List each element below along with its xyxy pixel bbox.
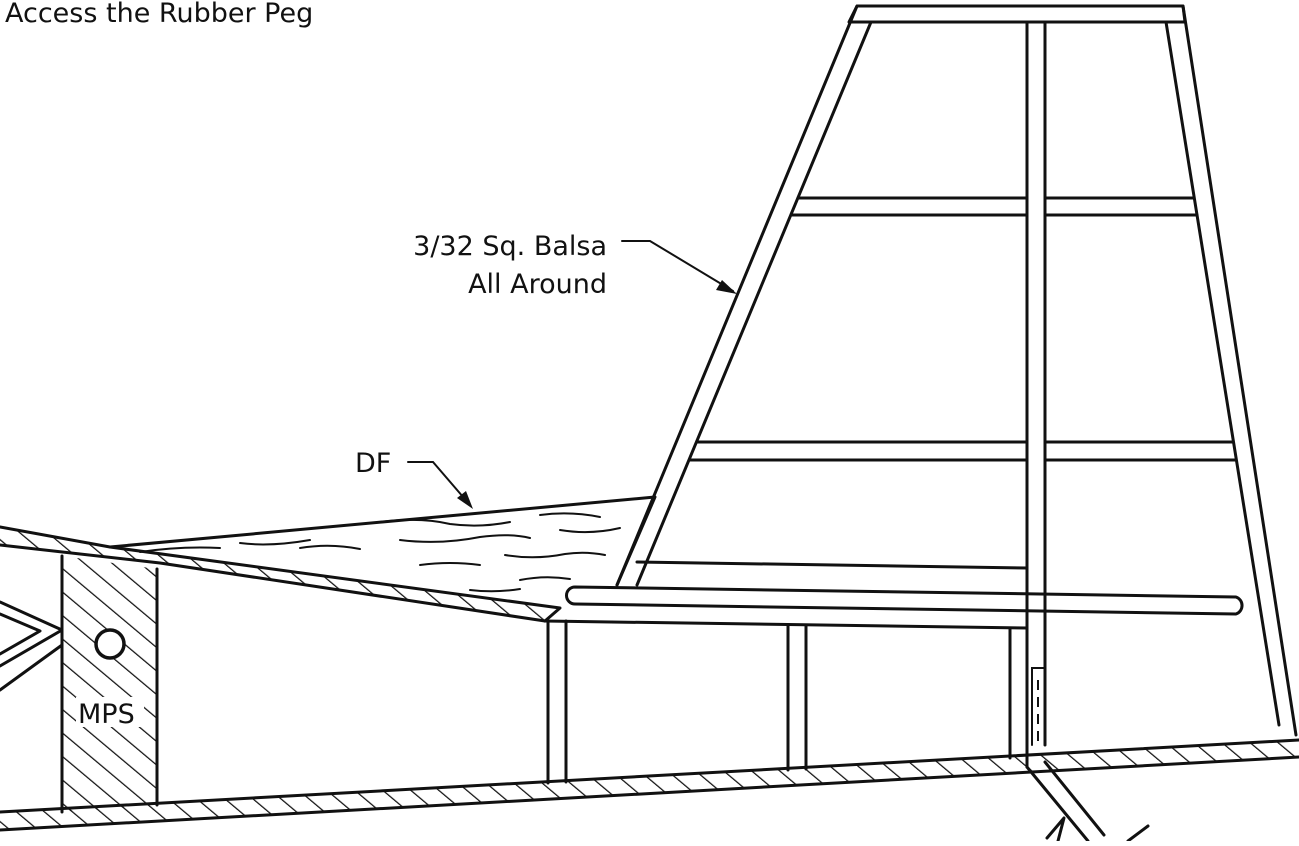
fin-base-rib [635, 560, 1029, 570]
df-label: DF [355, 448, 391, 479]
df-leader-line [407, 461, 471, 506]
left-struts [0, 600, 64, 692]
df-arrowhead-icon [457, 491, 473, 509]
dorsal-fillet [108, 495, 657, 593]
stabilizer-spar [543, 585, 1244, 630]
balsa-label-line1: 3/32 Sq. Balsa [413, 231, 607, 262]
vertical-fin [615, 4, 1298, 769]
rubber-peg-note: Access the Rubber Peg [5, 0, 313, 29]
balsa-label-line2: All Around [468, 269, 607, 300]
mps-label: MPS [78, 699, 135, 730]
fuselage-uprights [546, 619, 1046, 785]
mps-former: MPS [60, 554, 159, 814]
df-callout: DF [355, 448, 473, 509]
balsa-callout: 3/32 Sq. Balsa All Around [413, 231, 737, 300]
balsa-arrowhead-icon [716, 280, 737, 294]
skid-arrow-icon [1045, 816, 1066, 843]
stab-base-line [543, 619, 1029, 630]
rubber-peg-hole-icon [94, 628, 126, 660]
fin-leading-edge-inner [635, 20, 873, 587]
tail-skid [1025, 760, 1150, 843]
balsa-leader-line [621, 240, 734, 292]
fin-leading-edge-outer [615, 4, 859, 587]
fin-trailing-edge-inner [1164, 20, 1281, 727]
fuselage-bottom-skin [0, 738, 1299, 832]
fin-top-spar [847, 4, 1187, 24]
fin-trailing-edge-outer [1181, 4, 1298, 737]
